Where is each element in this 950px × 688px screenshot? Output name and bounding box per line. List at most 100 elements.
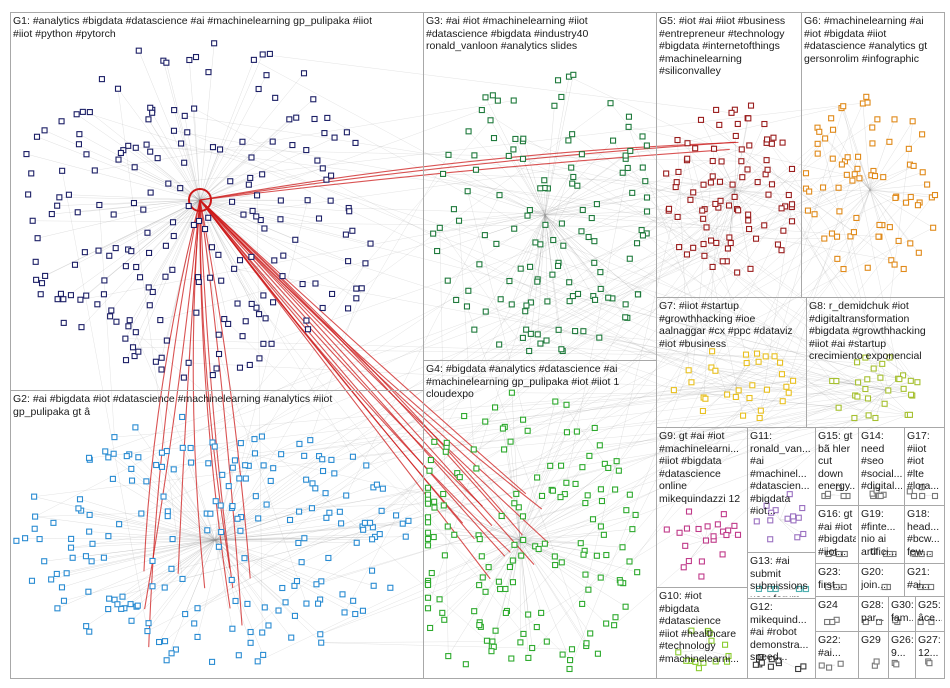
- network-node: [68, 535, 75, 542]
- network-edge: [478, 535, 521, 541]
- network-node: [296, 440, 303, 447]
- network-node: [116, 521, 123, 528]
- network-edge: [599, 337, 859, 383]
- network-node: [100, 554, 107, 561]
- network-node: [378, 507, 385, 514]
- network-node: [683, 657, 690, 664]
- network-node: [431, 498, 438, 505]
- network-edge: [98, 199, 201, 251]
- network-node: [91, 167, 98, 174]
- network-node: [905, 145, 912, 152]
- network-node: [487, 117, 494, 124]
- network-node: [131, 353, 138, 360]
- network-edge: [530, 333, 674, 391]
- network-node: [187, 444, 194, 452]
- network-node: [822, 135, 829, 142]
- network-node: [629, 189, 636, 196]
- network-node: [708, 637, 715, 644]
- network-edge: [37, 199, 201, 239]
- network-node: [863, 93, 870, 100]
- network-node: [569, 131, 576, 138]
- network-edge: [544, 150, 631, 216]
- network-node: [163, 59, 170, 66]
- network-node: [471, 608, 478, 615]
- network-node: [497, 296, 504, 303]
- network-node: [907, 240, 914, 247]
- network-edge: [167, 515, 216, 541]
- network-edge: [779, 519, 804, 535]
- network-edge: [850, 236, 889, 391]
- network-edge: [678, 649, 706, 653]
- network-node: [79, 108, 86, 115]
- network-node: [295, 539, 302, 547]
- network-node: [424, 529, 432, 536]
- network-node: [393, 512, 400, 519]
- network-node: [296, 508, 303, 515]
- network-node: [918, 484, 925, 491]
- network-edge: [843, 106, 871, 191]
- network-edge: [158, 539, 216, 643]
- network-node: [634, 291, 641, 298]
- network-node: [818, 662, 825, 669]
- network-edge: [485, 377, 881, 422]
- network-node: [567, 657, 574, 664]
- network-node: [833, 583, 840, 591]
- network-node: [778, 371, 785, 378]
- network-edge: [485, 214, 546, 312]
- network-node: [724, 391, 731, 398]
- network-node: [279, 584, 286, 592]
- network-node: [712, 367, 719, 374]
- network-edge: [544, 105, 555, 216]
- network-node: [549, 487, 556, 494]
- network-node: [126, 317, 133, 324]
- network-node: [718, 158, 725, 165]
- network-node: [145, 249, 153, 256]
- network-node: [63, 570, 70, 577]
- network-edge: [199, 59, 255, 201]
- network-edge: [875, 389, 886, 419]
- network-node: [880, 174, 887, 181]
- network-node: [552, 398, 559, 405]
- network-edge: [476, 468, 521, 541]
- network-node: [702, 537, 710, 544]
- network-node: [481, 232, 488, 239]
- network-node: [128, 465, 135, 472]
- network-node: [508, 301, 515, 308]
- network-node: [778, 205, 785, 212]
- network-node: [642, 178, 649, 185]
- network-node: [489, 92, 496, 99]
- network-node: [254, 658, 261, 665]
- network-node: [499, 425, 506, 432]
- network-edge: [779, 588, 799, 591]
- network-edge: [214, 539, 317, 585]
- network-node: [568, 646, 576, 653]
- network-node: [552, 561, 559, 569]
- network-node: [259, 171, 266, 178]
- network-node: [145, 284, 152, 291]
- network-node: [260, 462, 267, 469]
- network-node: [676, 244, 683, 251]
- network-edge: [35, 181, 677, 517]
- network-node: [251, 450, 259, 457]
- network-edge: [528, 397, 750, 659]
- network-edge: [857, 156, 871, 191]
- network-edge: [832, 380, 886, 391]
- network-node: [426, 467, 433, 474]
- highlight-edge: [199, 148, 730, 201]
- network-node: [714, 521, 721, 528]
- network-node: [32, 258, 39, 265]
- network-edge: [688, 539, 706, 562]
- network-edge: [182, 407, 839, 580]
- network-node: [558, 93, 565, 101]
- network-node: [767, 517, 774, 524]
- network-edge: [568, 76, 810, 192]
- network-edge: [544, 140, 614, 216]
- network-edge: [136, 539, 216, 607]
- network-node: [513, 490, 520, 497]
- network-edge: [734, 135, 737, 191]
- network-node: [633, 240, 641, 247]
- network-node: [209, 658, 216, 665]
- network-node: [215, 350, 223, 358]
- network-node: [802, 585, 810, 593]
- network-node: [170, 127, 178, 134]
